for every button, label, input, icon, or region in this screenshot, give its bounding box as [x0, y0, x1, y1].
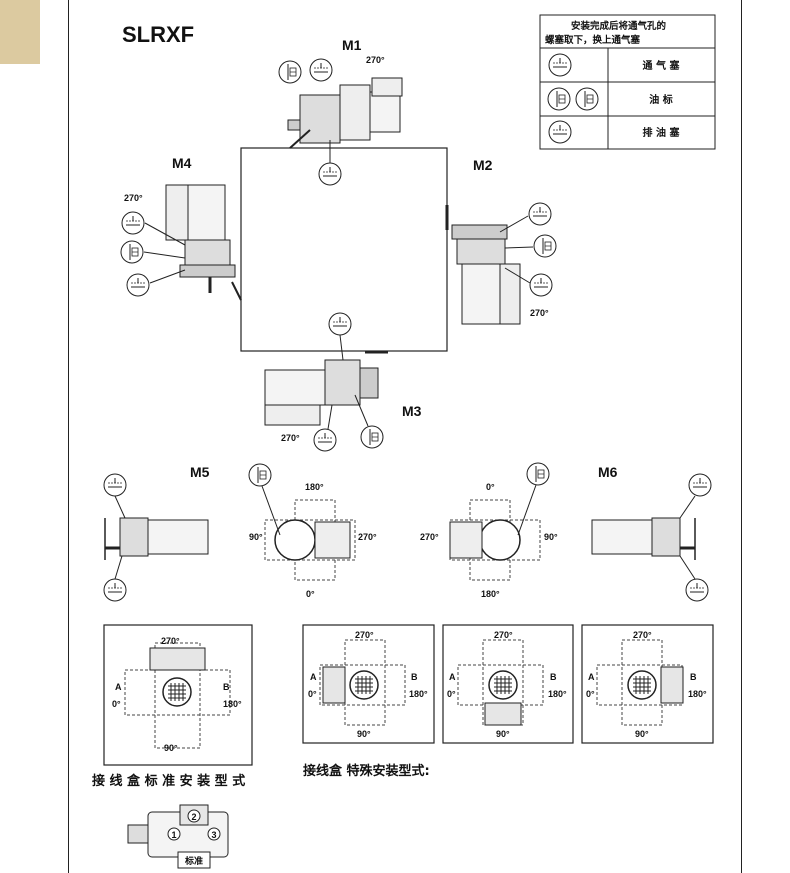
sp3-side-a: A [588, 672, 595, 682]
corner-tab [0, 0, 40, 64]
special3-grid-icon [627, 670, 657, 700]
drain-plug-icon [548, 120, 572, 144]
terminal-box-standard: 270° A 0° B 180° 90° [103, 624, 253, 766]
m3-drain-icon [313, 428, 337, 452]
sp3-angle-bottom: 90° [635, 729, 649, 739]
special2-grid-icon [488, 670, 518, 700]
box-position-2: 2 [191, 812, 196, 822]
legend-table: 安装完成后将通气孔的 螺塞取下，换上通气塞 通 气 塞 油 标 排 油 塞 [539, 14, 716, 150]
terminal-box-special-2: 270° A 0° B 180° 90° [442, 624, 574, 744]
caption-standard: 接 线 盒 标 准 安 装 型 式 [92, 773, 245, 789]
m6-angle-right: 90° [544, 532, 558, 542]
legend-header-line2: 螺塞取下，换上通气塞 [545, 34, 641, 46]
std-side-a: A [115, 682, 122, 692]
label-m5: M5 [190, 464, 210, 480]
m2-drain-icon [529, 273, 553, 297]
angle-m3: 270° [281, 433, 300, 443]
m4-drain-icon [126, 273, 150, 297]
sp1-angle-left: 0° [308, 689, 317, 699]
standard-position-label: 标准 [184, 855, 203, 867]
m4-vent-icon [121, 211, 145, 235]
terminal-box-special-3: 270° A 0° B 180° 90° [581, 624, 714, 744]
legend-row-gauge: 油 标 [649, 93, 672, 106]
m5-angle-top: 180° [305, 482, 324, 492]
sp3-angle-right: 180° [688, 689, 707, 699]
m5-drain-icon [103, 578, 127, 602]
m6-gauge-icon [526, 462, 550, 486]
unit-m5: M5 [103, 464, 210, 602]
frame-left-border [68, 0, 69, 873]
sp3-side-b: B [690, 672, 697, 682]
box-position-3: 3 [211, 830, 216, 840]
label-m2: M2 [473, 157, 493, 173]
label-m1: M1 [342, 37, 362, 53]
std-angle-top: 270° [161, 636, 180, 646]
m5-gauge-icon [248, 463, 272, 487]
standard-box-grid-icon [162, 677, 192, 707]
frame-right-border [741, 0, 742, 873]
label-m3: M3 [402, 403, 422, 419]
box-position-1: 1 [171, 830, 176, 840]
special1-grid-icon [349, 670, 379, 700]
legend-header-line1: 安装完成后将通气孔的 [571, 20, 667, 32]
sp1-side-b: B [411, 672, 418, 682]
m6-angle-top: 0° [486, 482, 495, 492]
terminal-box-special-1: 270° A 0° B 180° 90° [302, 624, 435, 744]
m1-gauge-icon [278, 60, 302, 84]
sp2-angle-top: 270° [494, 630, 513, 640]
sp2-angle-left: 0° [447, 689, 456, 699]
sp2-angle-right: 180° [548, 689, 567, 699]
m6-angle-bottom: 180° [481, 589, 500, 599]
m1-drain-icon [318, 162, 342, 186]
sp3-angle-top: 270° [633, 630, 652, 640]
m6-end-view: 0° 270° 90° 180° [420, 462, 558, 599]
unit-m2: M2 270° [445, 157, 557, 325]
sp1-angle-right: 180° [409, 689, 428, 699]
m3-vent-icon [328, 312, 352, 336]
m5-end-view: 180° 90° 270° 0° [248, 463, 377, 599]
m5-angle-left: 90° [249, 532, 263, 542]
std-side-b: B [223, 682, 230, 692]
m3-gauge-icon [360, 425, 384, 449]
sp1-side-a: A [310, 672, 317, 682]
std-angle-right: 180° [223, 699, 242, 709]
m5-vent-icon [103, 473, 127, 497]
m4-gauge-icon [120, 240, 144, 264]
unit-m1: M1 270° [278, 37, 403, 186]
sp2-side-a: A [449, 672, 456, 682]
std-angle-left: 0° [112, 699, 121, 709]
unit-m4: M4 270° [120, 155, 242, 301]
motor-box-positions: 1 2 3 标准 [127, 804, 229, 869]
oil-gauge-icon-alt [575, 87, 599, 111]
m2-vent-icon [528, 202, 552, 226]
sp1-angle-bottom: 90° [357, 729, 371, 739]
label-m4: M4 [172, 155, 192, 171]
vent-plug-icon [548, 53, 572, 77]
m6-angle-left: 270° [420, 532, 439, 542]
std-angle-bottom: 90° [164, 743, 178, 753]
m2-gauge-icon [533, 234, 557, 258]
sp2-side-b: B [550, 672, 557, 682]
diagram-title: SLRXF [122, 22, 194, 47]
m5-angle-right: 270° [358, 532, 377, 542]
sp1-angle-top: 270° [355, 630, 374, 640]
oil-gauge-icon [547, 87, 571, 111]
sp3-angle-left: 0° [586, 689, 595, 699]
angle-m4: 270° [124, 193, 143, 203]
angle-m1: 270° [366, 55, 385, 65]
m6-drain-icon [685, 578, 709, 602]
legend-row-drain: 排 油 塞 [643, 126, 681, 139]
unit-m6: M6 [591, 464, 712, 602]
caption-special: 接线盒 特殊安装型式: [303, 763, 430, 779]
sp2-angle-bottom: 90° [496, 729, 510, 739]
angle-m2: 270° [530, 308, 549, 318]
m5-angle-bottom: 0° [306, 589, 315, 599]
label-m6: M6 [598, 464, 618, 480]
m1-vent-icon [309, 58, 333, 82]
legend-row-vent: 通 气 塞 [643, 59, 681, 72]
m6-vent-icon [688, 473, 712, 497]
unit-m3: M3 270° [264, 312, 422, 452]
